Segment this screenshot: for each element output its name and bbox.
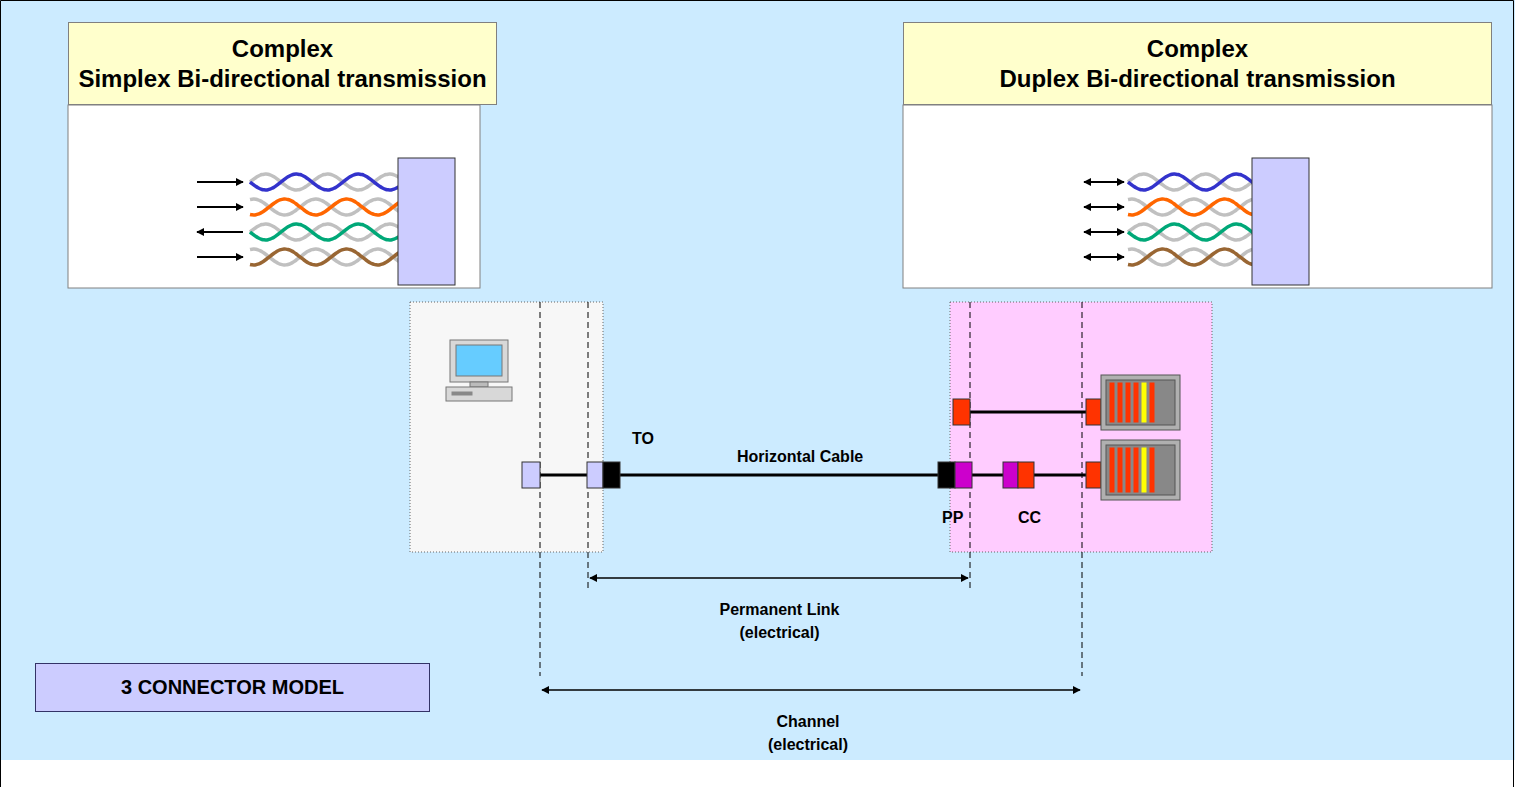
pair-strand: [1128, 224, 1254, 240]
reference-line: [970, 302, 971, 590]
header-box: ComplexDuplex Bi-directional transmissio…: [903, 22, 1492, 105]
equipment-port: [1110, 448, 1114, 492]
equipment-port: [1126, 383, 1130, 422]
node-text: 3 CONNECTOR MODEL: [121, 675, 344, 700]
model-label-box: 3 CONNECTOR MODEL: [35, 663, 430, 712]
direction-arrow: [197, 181, 243, 183]
cross-connect-plug: [1003, 462, 1018, 488]
direction-arrow: [197, 256, 243, 258]
equipment-port: [1150, 448, 1154, 492]
patch-cord: [540, 474, 588, 477]
equipment-panel: [1101, 440, 1180, 500]
computer-drive: [452, 392, 472, 395]
cross-connect-plug: [1018, 462, 1034, 488]
plug: [587, 462, 603, 488]
equipment-port: [1134, 448, 1138, 492]
equipment-port: [1118, 383, 1122, 422]
pair-strand: [1128, 199, 1254, 215]
pair-strand: [1128, 224, 1254, 240]
connector-block: [1252, 158, 1309, 285]
equipment-face: [1106, 380, 1175, 425]
equipment-plug: [953, 399, 970, 425]
work-area-region: [410, 302, 603, 552]
dimension-arrow: [590, 577, 968, 579]
computer-screen: [456, 345, 502, 376]
dimension-arrow: [542, 689, 1080, 691]
outlet-jack: [603, 462, 620, 488]
pair-strand: [250, 199, 402, 215]
equipment-face: [1106, 445, 1175, 495]
pair-strand: [250, 224, 402, 240]
pair-strand: [250, 249, 402, 265]
equipment-port: [1118, 448, 1122, 492]
pair-strand: [250, 249, 402, 265]
computer-monitor: [450, 340, 508, 382]
part-label: Horizontal Cable: [737, 445, 863, 468]
node-text: Duplex Bi-directional transmission: [999, 64, 1395, 94]
reference-line: [1082, 302, 1083, 676]
computer-base: [446, 387, 512, 401]
telecom-room-region: [950, 302, 1212, 552]
equipment-cord: [970, 411, 1086, 414]
equipment-plug: [1086, 399, 1101, 425]
twisted-pairs: [197, 158, 1309, 285]
horizontal-cable: [620, 474, 938, 477]
dimension-label: Permanent Link (electrical): [707, 598, 852, 644]
equipment-port: [1110, 383, 1114, 422]
equipment-port: [1142, 383, 1146, 422]
equipment-panel: [1101, 375, 1180, 430]
reference-line: [588, 302, 589, 590]
pair-strand: [1128, 199, 1254, 215]
direction-arrow: [1084, 206, 1124, 208]
equipment-port: [1150, 383, 1154, 422]
link-illustration: [446, 302, 1180, 690]
connector-block: [398, 158, 455, 285]
part-label: PP: [942, 506, 963, 529]
patch-cord: [972, 474, 1003, 477]
equipment-port: [1134, 383, 1138, 422]
pair-strand: [1128, 249, 1254, 265]
plug: [522, 462, 540, 488]
direction-arrow: [197, 206, 243, 208]
pair-strand: [250, 174, 402, 190]
computer-stand: [470, 382, 488, 387]
part-label: TO: [632, 427, 654, 450]
node-text: Complex: [1147, 34, 1248, 64]
reference-line: [540, 302, 541, 676]
node-text: Complex: [232, 34, 333, 64]
equipment-plug: [1086, 462, 1101, 488]
patch-panel-jack: [938, 462, 955, 488]
equipment-port: [1126, 448, 1130, 492]
direction-arrow: [1084, 231, 1124, 233]
equipment-port: [1142, 448, 1146, 492]
pair-strand: [1128, 174, 1254, 190]
pair-strand: [1128, 249, 1254, 265]
patch-panel-plug: [955, 462, 972, 488]
pair-strand: [250, 199, 402, 215]
node-text: Simplex Bi-directional transmission: [78, 64, 486, 94]
direction-arrow: [197, 231, 243, 233]
direction-arrow: [1084, 256, 1124, 258]
direction-arrow: [1084, 181, 1124, 183]
part-label: CC: [1018, 506, 1041, 529]
header-box: ComplexSimplex Bi-directional transmissi…: [68, 22, 497, 105]
duplex-panel: [903, 105, 1492, 288]
pair-strand: [250, 224, 402, 240]
pair-strand: [1128, 174, 1254, 190]
background: [0, 0, 1515, 760]
dimension-label: Channel (electrical): [743, 710, 873, 756]
pair-strand: [250, 174, 402, 190]
equipment-cord: [1034, 474, 1086, 477]
simplex-panel: [68, 105, 480, 288]
